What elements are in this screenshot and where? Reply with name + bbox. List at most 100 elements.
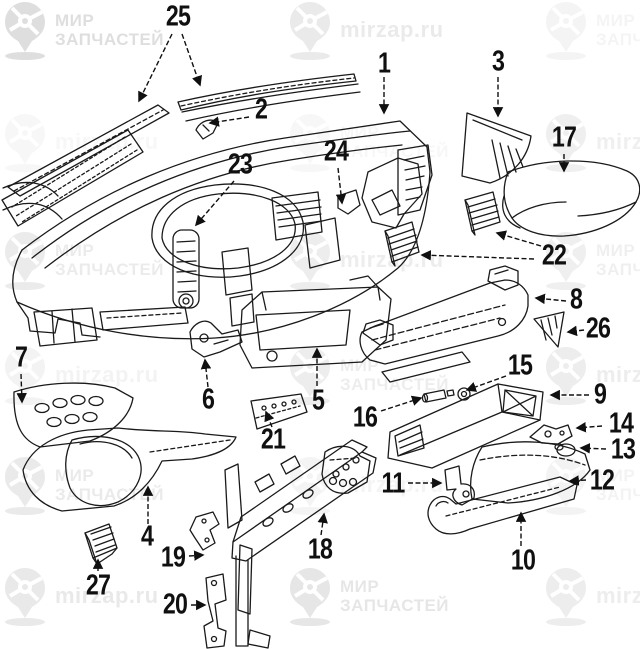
line-art-path [549,474,568,487]
line-art-path [24,355,43,368]
line-art-path [290,457,330,507]
line-art-path [309,576,328,589]
line-art-path [8,461,43,491]
line-art-path [1,129,144,227]
part-number-26: 26 [585,312,611,345]
part-number-10: 10 [510,544,536,577]
line-art-path [546,2,586,52]
line-art-path [549,131,568,144]
watermark-brand-line: ЗАПЧАСТЕЙ [55,260,165,279]
line-art-path [5,618,45,626]
watermark-site-text: mirzap.ru [596,128,640,154]
line-art-path [282,503,294,513]
line-art-path [293,474,312,487]
part-2-clip [181,83,361,140]
line-art-path [307,473,313,479]
line-art-path [52,397,68,409]
line-art-path [371,304,506,351]
line-art-path [18,359,32,373]
part-number-12: 12 [589,464,615,497]
line-art-path [546,618,586,626]
line-art-path [24,240,43,253]
part-number-25: 25 [165,0,191,33]
leader-arrow-part-25 [138,33,173,103]
line-art-path [551,118,568,135]
line-art-path [8,236,43,266]
watermark-site-text: mirzap.ru [596,582,640,608]
line-art-path [502,195,637,229]
line-art-path [549,236,584,266]
line-art-path [549,572,584,602]
line-art-path [399,383,541,456]
line-art-path [13,109,164,192]
line-art-path [247,629,271,649]
line-art-path [10,118,27,135]
location-pin-icon [5,114,45,172]
line-art-path [546,347,586,397]
line-art-path [491,139,524,179]
line-art-path [65,435,142,507]
location-pin-icon [546,232,586,290]
line-art-path [332,470,340,478]
leader-arrow-part-2 [208,116,250,127]
line-art-path [497,317,507,327]
line-art-path [44,144,403,269]
line-art-path [464,199,476,236]
location-pin-icon [546,2,586,60]
line-art-path [181,83,361,122]
line-art-path [309,465,328,478]
line-art-path [210,579,218,587]
watermark-text: mirzap.ru [596,362,640,388]
line-art-path [308,19,325,36]
line-art-path [10,572,27,589]
line-art-path [403,155,426,201]
line-art-path [303,580,317,594]
line-art-path [511,201,567,219]
line-art-path [559,14,573,28]
line-art-path [8,19,27,32]
line-art-path [549,118,584,148]
line-art-path [302,489,314,499]
line-art-path [472,119,523,141]
part-number-9: 9 [593,378,607,411]
line-art-path [21,120,431,251]
line-art-path [271,191,323,241]
line-art-path [293,585,312,598]
line-art-path [213,339,229,345]
watermark-site-text: mirzap.ru [340,16,444,42]
watermark-text: mirzap.ru [596,128,640,155]
line-art-path [10,461,27,478]
line-art-path [180,77,355,107]
line-art-path [308,249,325,266]
line-art-path [79,441,133,459]
line-art-path [254,455,301,493]
part-8-glovebox-housing [359,265,529,365]
leader-arrow-part-18 [317,512,328,536]
line-art-path [64,413,80,425]
part-number-2: 2 [254,93,268,126]
line-art-path [384,230,396,267]
line-art-path [352,456,360,464]
line-art-path [18,580,32,594]
watermark-tile-mirzap-ru: mirzap.ru [543,345,640,405]
line-art-path [469,441,591,504]
line-art-path [421,393,429,403]
line-art-path [2,181,63,220]
line-art-path [8,249,27,262]
line-art-path [457,387,471,401]
part-15-16-fasteners [421,387,471,403]
line-art-path [237,544,253,615]
line-art-path [549,249,568,262]
line-art-path [303,469,317,483]
heater-box-corner [321,445,371,494]
part-21-mounting-rail [250,393,308,430]
line-art-path [5,568,45,618]
line-art-path [8,118,43,148]
part-number-6: 6 [201,383,215,416]
leader-arrow-part-12 [568,475,587,486]
